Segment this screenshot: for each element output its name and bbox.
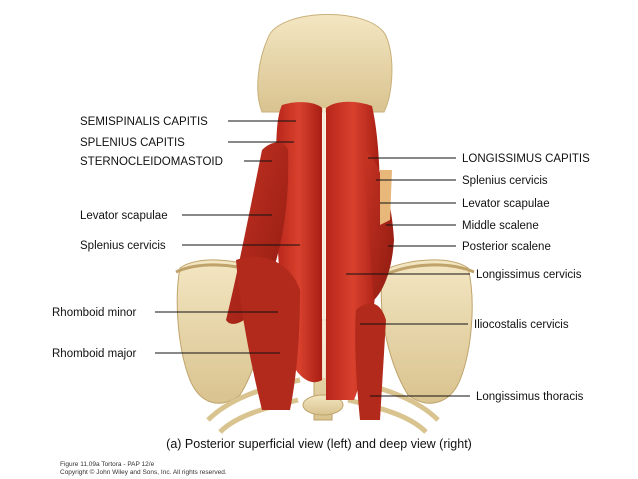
figure-credit: Figure 11.09a Tortora - PAP 12/e [60,461,155,468]
right-labels: LONGISSIMUS CAPITIS Splenius cervicis Le… [462,153,590,403]
label-rhomboid-minor: Rhomboid minor [52,307,137,319]
label-middle-scalene: Middle scalene [462,220,539,232]
figure-caption: (a) Posterior superficial view (left) an… [166,437,472,451]
skull [257,14,393,113]
label-levator-scapulae-right: Levator scapulae [462,198,550,210]
label-splenius-capitis: SPLENIUS CAPITIS [80,137,185,149]
label-splenius-cervicis-left: Splenius cervicis [80,240,166,252]
label-longissimus-capitis: LONGISSIMUS CAPITIS [462,153,590,165]
label-longissimus-cervicis: Longissimus cervicis [476,269,582,281]
label-iliocostalis-cervicis: Iliocostalis cervicis [474,319,569,331]
label-posterior-scalene: Posterior scalene [462,241,551,253]
label-longissimus-thoracis: Longissimus thoracis [476,391,584,403]
left-labels: SEMISPINALIS CAPITIS SPLENIUS CAPITIS ST… [52,116,223,360]
right-scapula [380,259,475,404]
label-splenius-cervicis-right: Splenius cervicis [462,175,548,187]
label-levator-scapulae-left: Levator scapulae [80,210,168,222]
right-muscles [326,101,394,420]
label-semispinalis-capitis: SEMISPINALIS CAPITIS [80,116,208,128]
label-rhomboid-major: Rhomboid major [52,348,137,360]
left-muscles [226,102,322,410]
copyright-notice: Copyright © John Wiley and Sons, Inc. Al… [60,469,227,476]
label-sternocleidomastoid: STERNOCLEIDOMASTOID [80,156,223,168]
